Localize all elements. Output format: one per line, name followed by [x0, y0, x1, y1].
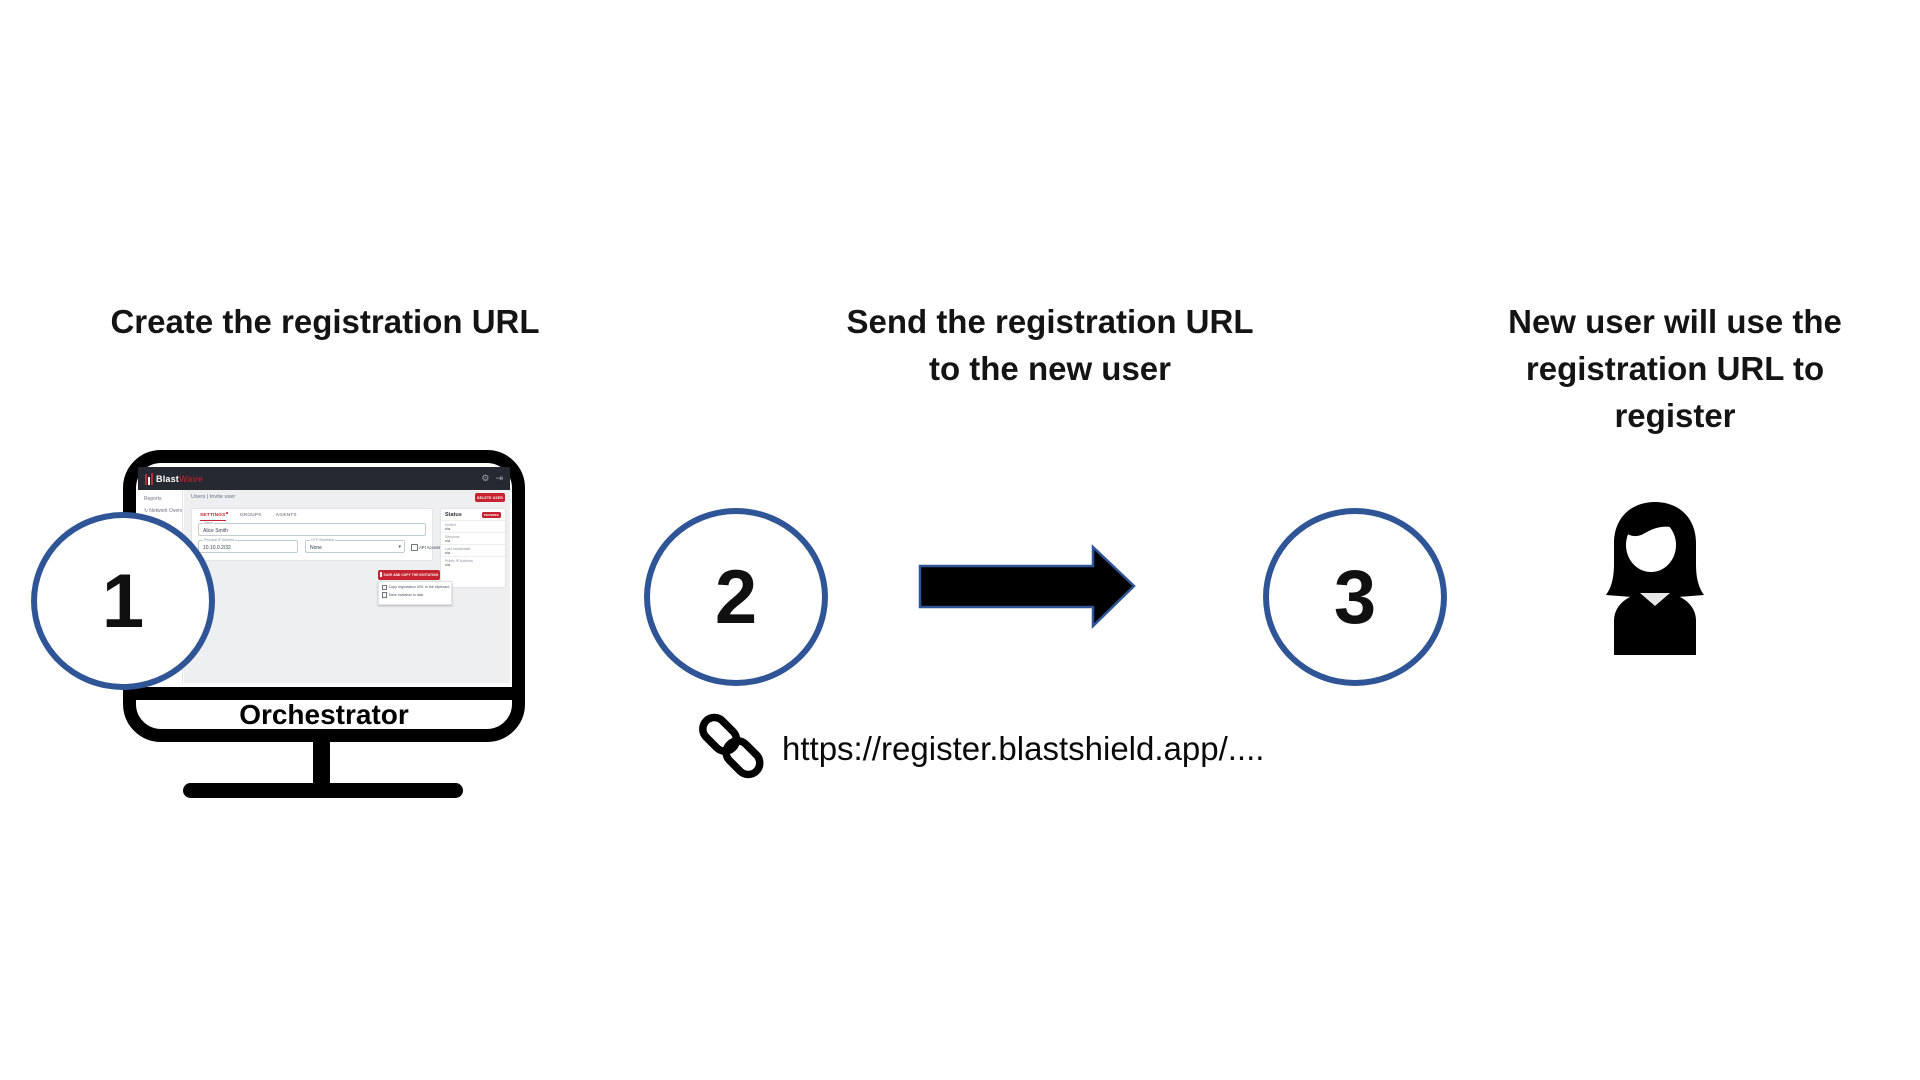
monitor-label: Orchestrator — [239, 698, 409, 730]
status-row: Last handshake n/a — [441, 544, 505, 556]
tab-agents[interactable]: AGENTS — [275, 513, 297, 518]
tab-bar: SETTINGS GROUPS AGENTS — [200, 512, 297, 522]
tab-settings[interactable]: SETTINGS — [200, 512, 228, 522]
sidebar-item-reports[interactable]: Reports — [144, 496, 162, 502]
step3-title: New user will use the registration URL t… — [1508, 303, 1842, 434]
save-and-copy-invitation-button[interactable]: SAVE AND COPY THE INVITATION — [378, 570, 440, 580]
invitation-dropdown-menu: Copy registration URL to the clipboard S… — [378, 581, 452, 605]
menu-item-save-invitation[interactable]: Save invitation to disk — [382, 592, 451, 598]
checkbox-icon — [411, 544, 418, 551]
breadcrumb: Users | Invite user — [191, 494, 236, 500]
copy-icon — [382, 584, 387, 590]
save-icon — [382, 592, 387, 598]
logout-icon[interactable]: ⇥ — [495, 473, 503, 483]
registration-url-text: https://register.blastshield.app/.... — [782, 730, 1265, 767]
status-row: Public IP Address n/a — [441, 556, 505, 568]
clipboard-icon — [380, 572, 382, 578]
otp-generator-select[interactable]: OTP Generator None ▾ — [305, 538, 405, 553]
name-field[interactable]: Name Alice Smith — [198, 521, 426, 536]
monitor-stand — [313, 740, 330, 790]
monitor-divider — [132, 687, 516, 700]
tab-groups[interactable]: GROUPS — [239, 513, 262, 518]
network-icon: ↻ — [144, 508, 149, 514]
status-row: Sessions n/a — [441, 532, 505, 544]
step2-title: Send the registration URL to the new use… — [846, 303, 1254, 387]
status-title: Status — [445, 512, 462, 518]
step1-circle: 1 — [31, 512, 215, 690]
principal-ip-field[interactable]: Principal IP Address 10.10.0.2/32 — [198, 538, 298, 553]
status-badge: PENDING — [481, 512, 501, 518]
api-access-checkbox[interactable]: API Access — [411, 544, 440, 551]
delete-user-button[interactable]: DELETE USER — [475, 493, 505, 502]
flow-arrow — [918, 544, 1136, 629]
monitor-base — [183, 783, 463, 798]
mini-app-header: BlastWave ⚙ ⇥ — [138, 467, 510, 490]
status-panel: Status PENDING Invited n/a Sessions n/a … — [440, 508, 506, 588]
sidebar-item-network-overview[interactable]: ↻Network Overview — [144, 508, 182, 514]
menu-item-copy-registration-url[interactable]: Copy registration URL to the clipboard — [382, 584, 451, 590]
chain-link-icon — [699, 713, 764, 779]
step1-title: Create the registration URL — [110, 303, 540, 340]
gear-icon[interactable]: ⚙ — [481, 473, 490, 483]
mini-content: Users | Invite user DELETE USER SETTINGS… — [184, 490, 510, 683]
step3-circle: 3 — [1263, 508, 1447, 686]
brand-name: BlastWave — [156, 473, 203, 484]
blastwave-logo-icon — [145, 472, 153, 485]
step2-circle: 2 — [644, 508, 828, 686]
chevron-down-icon: ▾ — [398, 544, 401, 550]
new-user-icon — [1606, 502, 1704, 655]
status-row: Invited n/a — [441, 520, 505, 532]
user-settings-card: SETTINGS GROUPS AGENTS Name Alice Smith … — [191, 508, 440, 561]
